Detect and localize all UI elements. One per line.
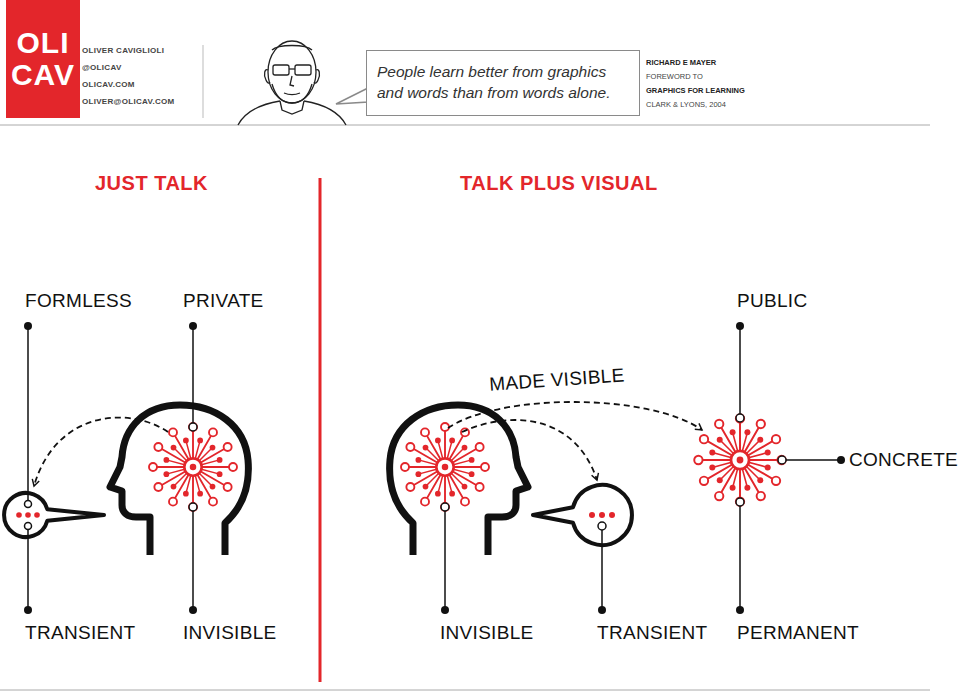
portrait-head xyxy=(268,41,316,103)
arrow-label: MADE VISIBLE xyxy=(486,364,627,396)
thought-network xyxy=(149,423,237,511)
portrait-jaw xyxy=(272,84,312,103)
joint-circle xyxy=(441,503,449,511)
portrait-nose xyxy=(290,76,294,86)
portrait-mouth xyxy=(284,93,300,95)
leader-line xyxy=(601,530,603,610)
leader-lines xyxy=(445,326,840,610)
speech-dot xyxy=(16,512,22,518)
portrait-ear xyxy=(314,70,319,83)
quote-source: FOREWORD TO xyxy=(646,72,703,81)
section-heading: JUST TALK xyxy=(95,172,208,195)
leader-line xyxy=(739,506,741,610)
joint-circle xyxy=(189,423,197,431)
portrait-shoulder xyxy=(238,101,280,125)
term-label: CONCRETE xyxy=(849,449,958,471)
dashed-arrow xyxy=(462,420,597,480)
contact-website: OLICAV.COM xyxy=(82,80,135,89)
end-dot xyxy=(837,456,845,464)
term-label: PERMANENT xyxy=(737,622,859,644)
term-label: FORMLESS xyxy=(25,290,132,312)
term-label: TRANSIENT xyxy=(597,622,707,644)
leader-line xyxy=(192,511,194,610)
portrait xyxy=(238,41,346,125)
leader-line xyxy=(739,326,741,414)
quote-text: People learn better from graphics and wo… xyxy=(377,62,629,104)
portrait-glasses xyxy=(295,65,311,75)
dashed-arrow xyxy=(448,402,702,430)
quote-book: GRAPHICS FOR LEARNING xyxy=(646,86,745,95)
term-label: TRANSIENT xyxy=(25,622,135,644)
visual-network xyxy=(694,414,786,506)
end-dot xyxy=(24,322,32,330)
section-heading: TALK PLUS VISUAL xyxy=(460,172,658,195)
portrait-glasses xyxy=(273,65,289,75)
leader-line xyxy=(444,511,446,610)
term-label: INVISIBLE xyxy=(183,622,277,644)
joint-circle xyxy=(736,414,744,422)
joint-circle xyxy=(25,501,32,508)
portrait-hair xyxy=(272,46,312,51)
joint-circle xyxy=(189,503,197,511)
leader-line xyxy=(27,530,29,611)
logo-text: OLI CAV xyxy=(8,27,78,92)
header-divider xyxy=(203,45,204,118)
contact-name: OLIVER CAVIGLIOLI xyxy=(82,46,164,55)
speech-dot xyxy=(609,512,615,518)
speech-dot xyxy=(599,512,605,518)
head-profile xyxy=(110,405,248,555)
term-label: PRIVATE xyxy=(183,290,264,312)
leader-lines xyxy=(28,326,193,610)
end-dot xyxy=(24,606,32,614)
speech-bubble xyxy=(4,493,104,537)
section-divider xyxy=(319,178,322,682)
portrait-glasses xyxy=(289,68,295,69)
quote-citation: CLARK & LYONS, 2004 xyxy=(646,100,726,109)
leader-line xyxy=(27,326,29,501)
speech-dot xyxy=(34,512,40,518)
end-dot xyxy=(736,606,744,614)
end-dot xyxy=(189,606,197,614)
contact-handle: @OLICAV xyxy=(82,63,122,72)
end-dot xyxy=(736,322,744,330)
logo-box: OLI CAV xyxy=(6,0,80,118)
term-label: PUBLIC xyxy=(737,290,807,312)
portrait-shoulder xyxy=(304,101,346,125)
end-dot xyxy=(441,606,449,614)
leader-line xyxy=(192,326,194,423)
end-dots xyxy=(24,322,845,614)
quote-bubble: People learn better from graphics and wo… xyxy=(366,50,640,116)
joint-circle xyxy=(736,498,744,506)
joint-circle xyxy=(778,456,786,464)
speech-dot xyxy=(589,512,595,518)
thought-network xyxy=(401,423,489,511)
end-dot xyxy=(189,322,197,330)
quote-author: RICHARD E MAYER xyxy=(646,58,716,67)
joint-circle xyxy=(598,522,606,530)
head-profile xyxy=(390,405,528,555)
end-dot xyxy=(598,606,606,614)
speech-bubble xyxy=(533,485,632,545)
leader-line xyxy=(786,459,840,461)
term-label: INVISIBLE xyxy=(440,622,534,644)
quote-pointer xyxy=(336,88,368,104)
joint-circle xyxy=(25,523,32,530)
dashed-arrow xyxy=(34,418,168,486)
header-rule xyxy=(0,125,930,126)
portrait-ear xyxy=(265,70,270,83)
joint-circles xyxy=(25,414,787,530)
contact-email: OLIVER@OLICAV.COM xyxy=(82,97,174,106)
footer-rule xyxy=(0,690,930,691)
speech-dot xyxy=(25,512,31,518)
